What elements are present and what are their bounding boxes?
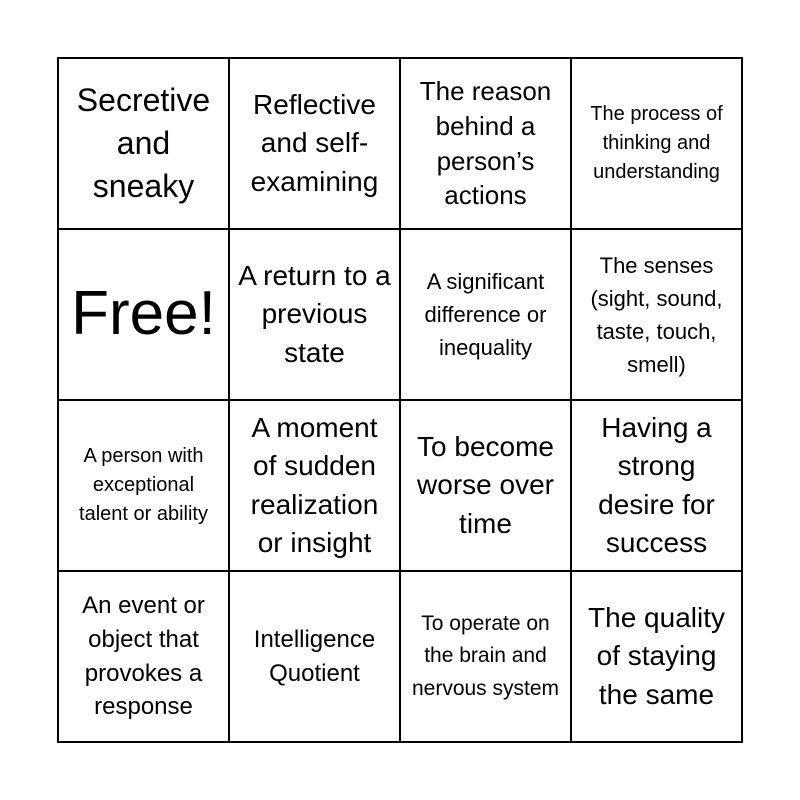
bingo-cell[interactable]: The senses (sight, sound, taste, touch, … xyxy=(571,229,742,400)
bingo-cell[interactable]: Secretive and sneaky xyxy=(58,58,229,229)
free-space-cell[interactable]: Free! xyxy=(58,229,229,400)
bingo-cell[interactable]: To operate on the brain and nervous syst… xyxy=(400,571,571,742)
bingo-cell[interactable]: An event or object that provokes a respo… xyxy=(58,571,229,742)
bingo-cell[interactable]: The quality of staying the same xyxy=(571,571,742,742)
bingo-card: Secretive and sneaky Reflective and self… xyxy=(57,57,743,743)
bingo-cell[interactable]: A return to a previous state xyxy=(229,229,400,400)
bingo-cell[interactable]: A moment of sudden realization or insigh… xyxy=(229,400,400,571)
bingo-cell[interactable]: The reason behind a person’s actions xyxy=(400,58,571,229)
bingo-cell[interactable]: Intelligence Quotient xyxy=(229,571,400,742)
bingo-cell[interactable]: To become worse over time xyxy=(400,400,571,571)
bingo-cell[interactable]: A significant difference or inequality xyxy=(400,229,571,400)
bingo-cell[interactable]: Having a strong desire for success xyxy=(571,400,742,571)
bingo-cell[interactable]: Reflective and self-examining xyxy=(229,58,400,229)
bingo-cell[interactable]: The process of thinking and understandin… xyxy=(571,58,742,229)
bingo-cell[interactable]: A person with exceptional talent or abil… xyxy=(58,400,229,571)
